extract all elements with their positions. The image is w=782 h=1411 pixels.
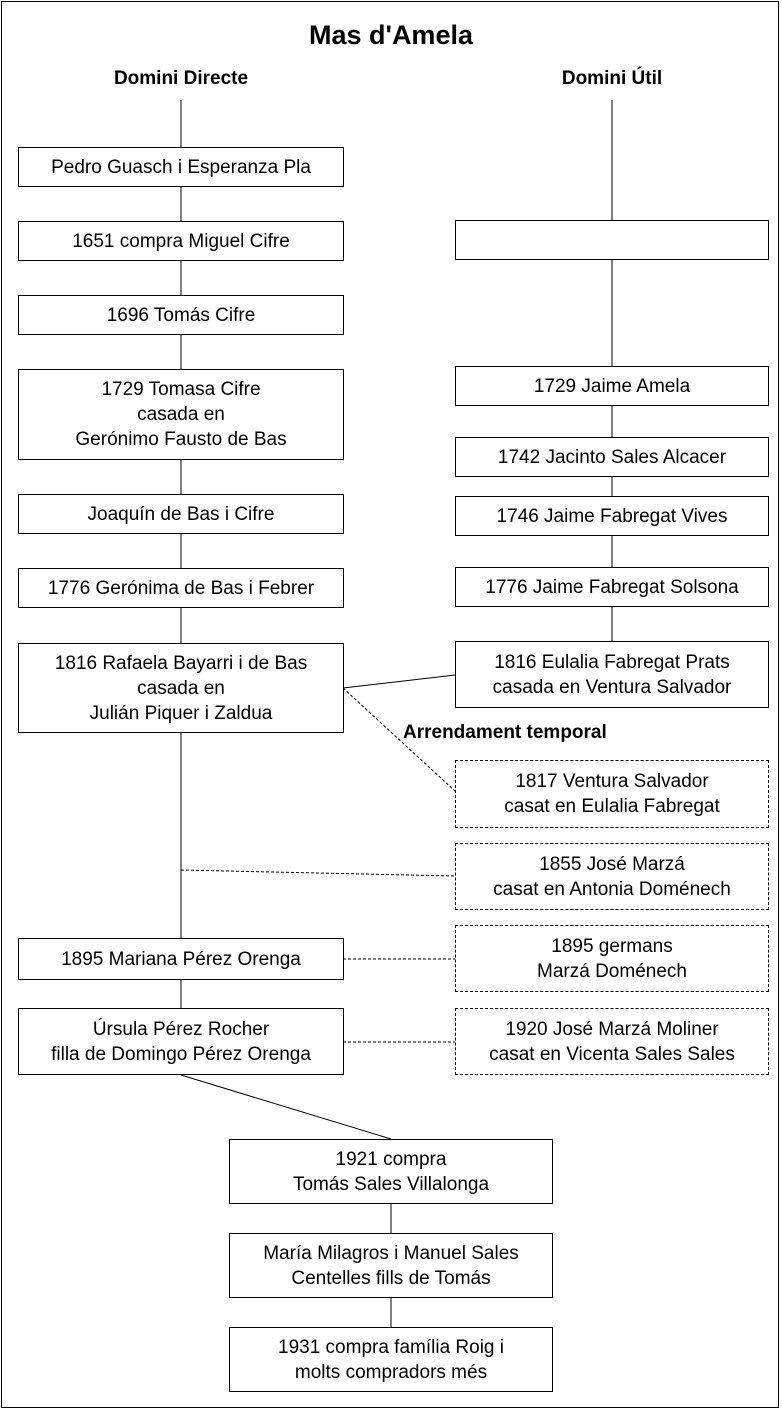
box-line: Úrsula Pérez Rocher — [92, 1018, 270, 1040]
box-line: 1895 germans — [551, 935, 673, 957]
box-1776-jaime-fabregat-solsona: 1776 Jaime Fabregat Solsona — [455, 567, 769, 607]
box-maria-milagros: María Milagros i Manuel Sales Centelles … — [229, 1233, 553, 1298]
box-1696-tomas-cifre: 1696 Tomás Cifre — [18, 295, 344, 335]
box-line: 1920 José Marzá Moliner — [505, 1018, 719, 1040]
box-line: casada en Ventura Salvador — [492, 676, 732, 698]
box-line: 1816 Rafaela Bayarri i de Bas — [54, 652, 308, 674]
box-line: Centelles fills de Tomás — [291, 1267, 491, 1289]
connector-line — [180, 1074, 392, 1140]
box-line: María Milagros i Manuel Sales — [263, 1242, 519, 1264]
box-line: 1931 compra família Roig i — [278, 1336, 504, 1358]
box-joaquin-de-bas: Joaquín de Bas i Cifre — [18, 494, 344, 534]
box-1921-tomas-sales: 1921 compra Tomás Sales Villalonga — [229, 1139, 553, 1204]
box-line: filla de Domingo Pérez Orenga — [51, 1043, 311, 1065]
box-1729-jaime-amela: 1729 Jaime Amela — [455, 366, 769, 406]
box-pedro-guasch: Pedro Guasch i Esperanza Pla — [18, 147, 344, 187]
box-1746-jaime-fabregat: 1746 Jaime Fabregat Vives — [455, 496, 769, 536]
box-line: Gerónimo Fausto de Bas — [75, 429, 287, 450]
header-domini-util: Domini Útil — [561, 68, 663, 89]
box-line: Marzá Doménech — [537, 960, 687, 982]
diagram-title: Mas d'Amela — [309, 20, 473, 50]
box-line: 1729 Jaime Amela — [533, 375, 691, 397]
box-1816-rafaela: 1816 Rafaela Bayarri i de Bas casada en … — [18, 643, 344, 733]
box-line: 1746 Jaime Fabregat Vives — [496, 505, 728, 527]
box-1651-miguel-cifre: 1651 compra Miguel Cifre — [18, 221, 344, 261]
box-line: casat en Eulalia Fabregat — [504, 796, 720, 817]
box-empty — [455, 220, 769, 260]
box-1776-geronima: 1776 Gerónima de Bas i Febrer — [18, 568, 344, 608]
box-line: casada en — [137, 677, 225, 699]
box-line: molts compradors més — [294, 1361, 488, 1383]
box-1729-tomasa-cifre: 1729 Tomasa Cifre casada en Gerónimo Fau… — [18, 369, 344, 460]
box-line: casat en Vicenta Sales Sales — [489, 1043, 735, 1065]
box-line: 1817 Ventura Salvador — [515, 771, 709, 792]
box-1920-jose-marza-moliner: 1920 José Marzá Moliner casat en Vicenta… — [455, 1008, 769, 1075]
box-1895-germans: 1895 germans Marzá Doménech — [455, 925, 769, 992]
dashed-connector — [180, 869, 456, 877]
box-line: Tomás Sales Villalonga — [292, 1173, 490, 1195]
box-1855-jose-marza: 1855 José Marzá casat en Antonia Doménec… — [455, 843, 769, 910]
box-1931-familia-roig: 1931 compra família Roig i molts comprad… — [229, 1327, 553, 1392]
box-line: 1696 Tomás Cifre — [106, 304, 256, 326]
box-line: casada en — [137, 404, 225, 425]
box-line: Julián Piquer i Zaldua — [89, 702, 273, 724]
box-1895-mariana: 1895 Mariana Pérez Orenga — [18, 938, 344, 980]
box-line: 1651 compra Miguel Cifre — [72, 230, 290, 252]
box-1742-jacinto-sales: 1742 Jacinto Sales Alcacer — [455, 437, 769, 477]
dashed-connector — [342, 687, 456, 792]
box-line: 1776 Gerónima de Bas i Febrer — [47, 577, 315, 599]
box-line: 1855 José Marzá — [539, 853, 685, 875]
box-line: 1742 Jacinto Sales Alcacer — [497, 446, 727, 468]
box-line: Joaquín de Bas i Cifre — [87, 503, 275, 525]
arrendament-label: Arrendament temporal — [403, 722, 607, 743]
header-domini-directe: Domini Directe — [113, 68, 249, 89]
box-line: 1816 Eulalia Fabregat Prats — [494, 651, 730, 673]
box-1817-ventura: 1817 Ventura Salvador casat en Eulalia F… — [455, 760, 769, 828]
box-line: 1729 Tomasa Cifre — [101, 379, 261, 400]
box-line: 1921 compra — [335, 1148, 447, 1170]
box-line: 1895 Mariana Pérez Orenga — [61, 948, 301, 970]
box-line: 1776 Jaime Fabregat Solsona — [485, 576, 739, 598]
box-1816-eulalia: 1816 Eulalia Fabregat Prats casada en Ve… — [455, 641, 769, 708]
box-ursula-perez: Úrsula Pérez Rocher filla de Domingo Pér… — [18, 1008, 344, 1075]
box-line: Pedro Guasch i Esperanza Pla — [51, 156, 311, 178]
connector-line — [342, 674, 456, 689]
box-line: casat en Antonia Doménech — [493, 878, 731, 900]
